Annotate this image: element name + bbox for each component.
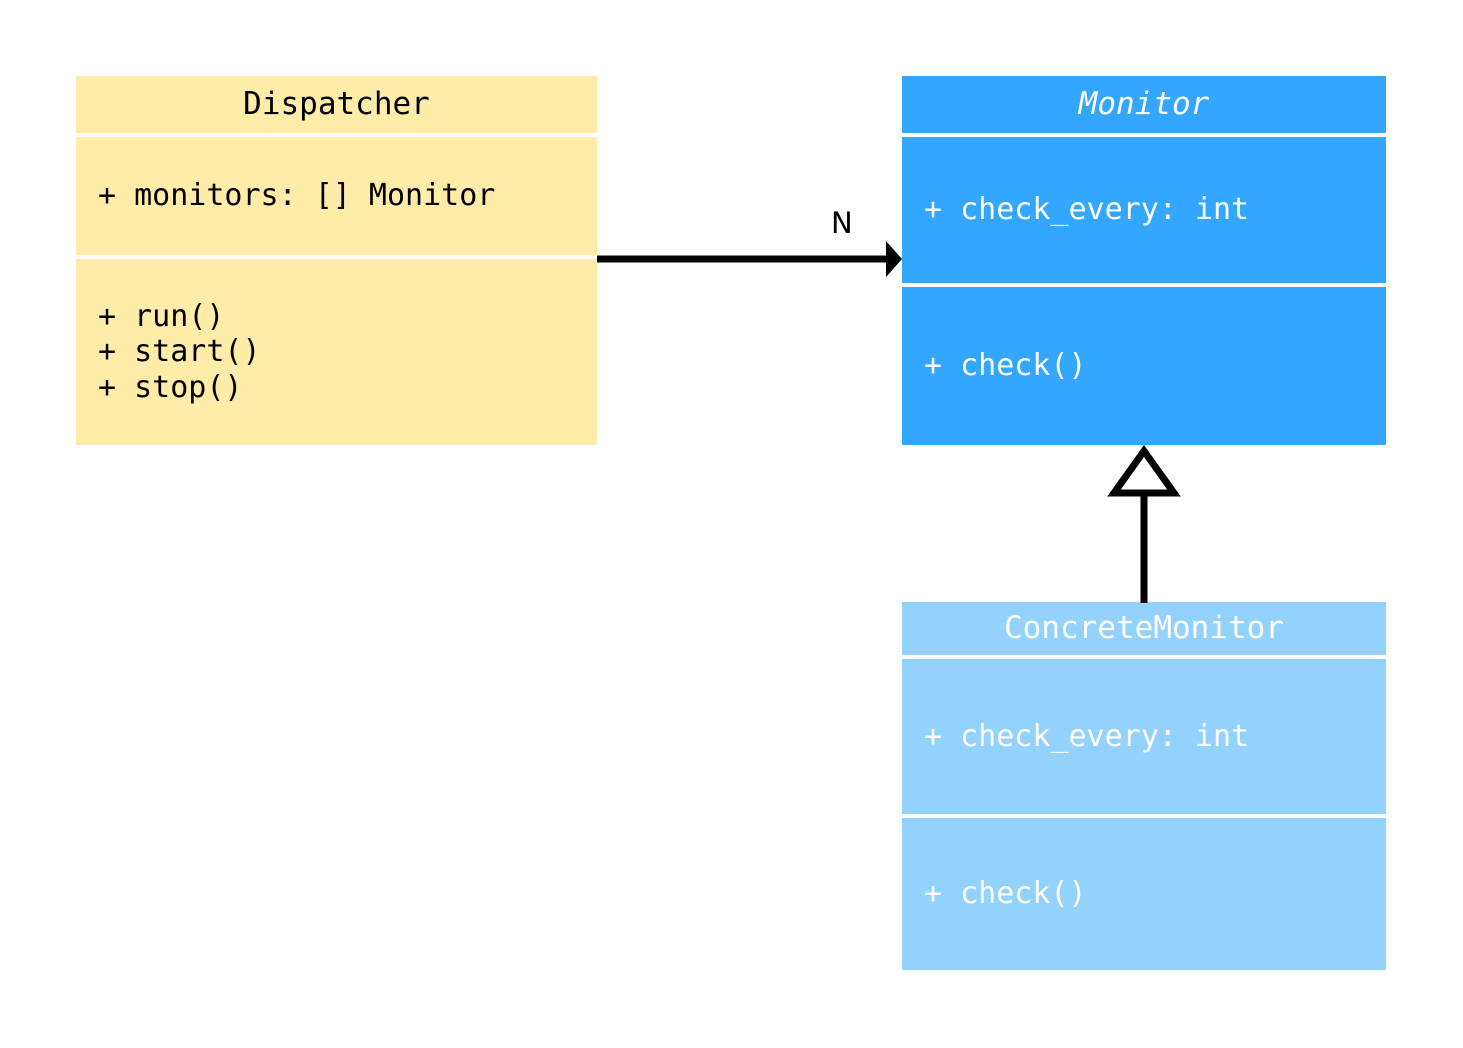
method-row: + check() [924,876,1087,912]
method-row: + check() [924,348,1087,384]
class-box-concrete-monitor[interactable]: ConcreteMonitor + check_every: int + che… [902,602,1386,970]
method-row: + run() [98,298,225,334]
attribute-row: + check_every: int [924,192,1250,228]
class-methods-concrete-monitor: + check() [902,818,1386,970]
class-title-monitor: Monitor [902,76,1386,133]
class-methods-monitor: + check() [902,287,1386,445]
attribute-row: + check_every: int [924,718,1250,754]
class-title-dispatcher: Dispatcher [76,76,597,133]
method-row: + start() [98,334,261,370]
class-methods-dispatcher: + run() + start() + stop() [76,259,597,445]
association-multiplicity-label: N [831,206,853,240]
association-dispatcher-to-monitor [597,241,902,277]
method-row: + stop() [98,369,243,405]
class-attributes-dispatcher: + monitors: [] Monitor [76,137,597,255]
generalization-concrete-monitor-to-monitor [1107,444,1181,603]
class-box-monitor[interactable]: Monitor + check_every: int + check() [902,76,1386,445]
attribute-row: + monitors: [] Monitor [98,178,496,214]
class-attributes-monitor: + check_every: int [902,137,1386,283]
class-box-dispatcher[interactable]: Dispatcher + monitors: [] Monitor + run(… [76,76,597,445]
class-attributes-concrete-monitor: + check_every: int [902,659,1386,814]
class-title-concrete-monitor: ConcreteMonitor [902,602,1386,655]
